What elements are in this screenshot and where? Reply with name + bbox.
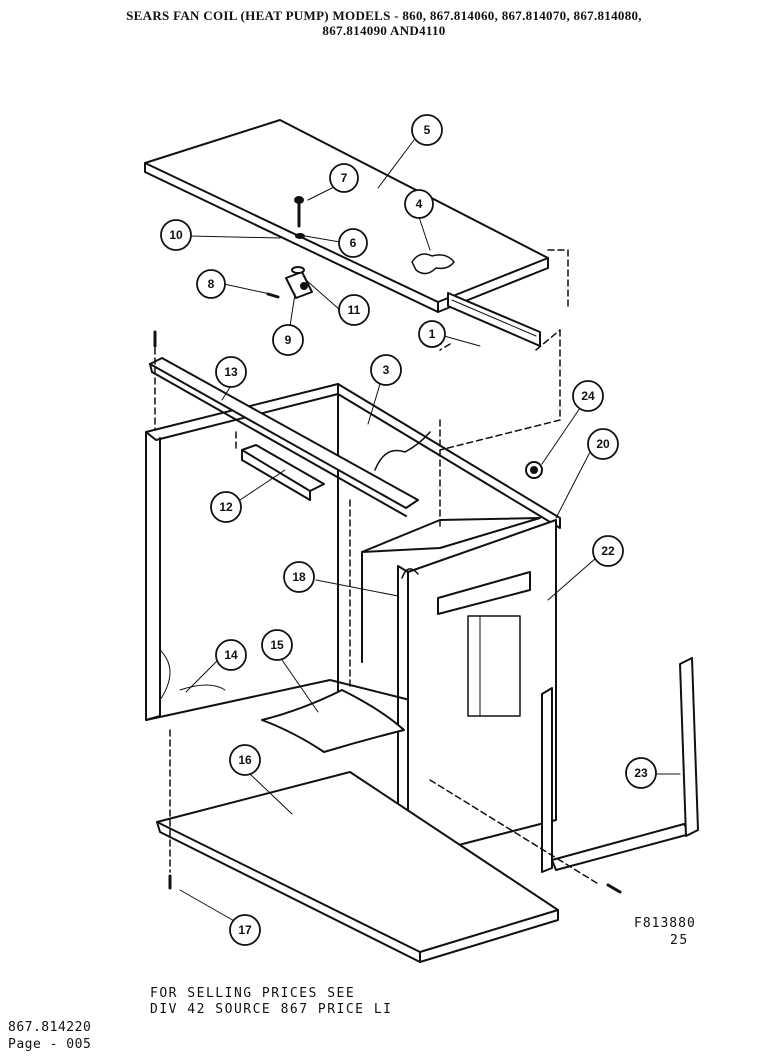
callout-5: 5	[424, 123, 431, 137]
cabinet-frame	[145, 383, 561, 721]
callout-18: 18	[292, 570, 306, 584]
bar-part	[241, 444, 325, 501]
callout-15: 15	[270, 638, 284, 652]
callout-22: 22	[601, 544, 615, 558]
wiring-part	[374, 431, 431, 471]
pricing-note-line1: FOR SELLING PRICES SEE	[150, 986, 356, 1001]
leader-lines	[179, 139, 681, 923]
callout-8: 8	[208, 277, 215, 291]
callout-20: 20	[596, 437, 610, 451]
callout-17: 17	[238, 923, 252, 937]
page-reference: 867.814220	[8, 1020, 92, 1035]
bottom-screws	[168, 874, 622, 894]
callout-11: 11	[348, 303, 361, 317]
callout-1: 1	[429, 327, 436, 341]
figure-number: 25	[670, 933, 689, 948]
side-frame	[551, 657, 699, 871]
diagram-title-models: 867.814090 AND4110	[322, 23, 446, 38]
top-panel	[144, 119, 549, 313]
top-rail	[447, 292, 541, 347]
drain-pan	[261, 689, 405, 753]
callout-10: 10	[169, 228, 183, 242]
callout-14: 14	[224, 648, 238, 662]
page-number: Page - 005	[8, 1037, 92, 1052]
callout-3: 3	[383, 363, 390, 377]
diagram-title: SEARS FAN COIL (HEAT PUMP) MODELS - 860,…	[126, 8, 642, 23]
callout-24: 24	[581, 389, 595, 403]
callout-labels: 5 7 4 10 6 8 11 9 1 13 3 24 20 12 18 22 …	[169, 123, 648, 937]
screw-part	[294, 196, 305, 239]
fitting-part	[525, 461, 543, 479]
callout-12: 12	[219, 500, 233, 514]
bottom-pan	[156, 771, 559, 963]
callout-13: 13	[224, 365, 238, 379]
callout-9: 9	[285, 333, 292, 347]
callout-7: 7	[341, 171, 348, 185]
dashed-guides	[154, 249, 601, 886]
front-panel	[361, 517, 557, 859]
side-strip	[541, 687, 553, 873]
figure-code: F813880	[634, 916, 696, 931]
callout-23: 23	[634, 766, 648, 780]
callout-circles	[160, 114, 657, 946]
bracket-part	[266, 266, 313, 299]
callout-16: 16	[238, 753, 252, 767]
pricing-note-line2: DIV 42 SOURCE 867 PRICE LI	[150, 1002, 393, 1017]
callout-4: 4	[416, 197, 423, 211]
callout-6: 6	[350, 236, 357, 250]
rail-part	[149, 357, 419, 517]
